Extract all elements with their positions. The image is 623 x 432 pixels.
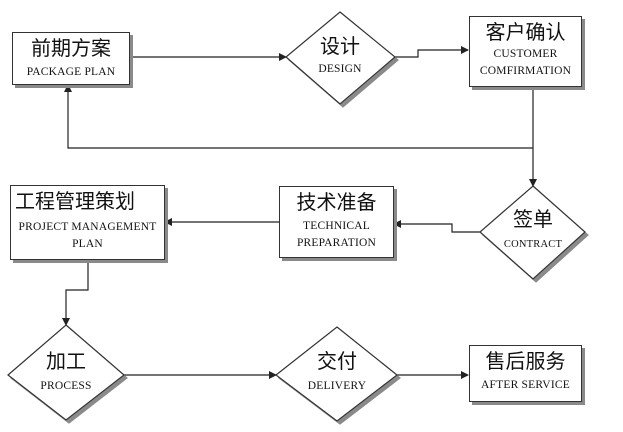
contract-zh: 签单 [513, 207, 553, 231]
design-label: 设计 DESIGN [290, 34, 390, 78]
delivery-en: DELIVERY [307, 380, 367, 392]
design-en: DESIGN [318, 63, 362, 75]
package-plan-en: PACKAGE PLAN [26, 66, 116, 78]
customer-confirmation-en-2: COMFIRMATION [479, 65, 572, 77]
after-service-zh: 售后服务 [485, 349, 566, 373]
delivery-zh: 交付 [317, 349, 357, 373]
process-diamond [7, 324, 125, 421]
connector-contract-to-technical [393, 220, 480, 233]
after-service-en: AFTER SERVICE [481, 379, 570, 391]
process-zh: 加工 [46, 349, 86, 373]
package-plan-box: 前期方案 PACKAGE PLAN [12, 32, 130, 85]
customer-confirmation-box: 客户确认 CUSTOMER COMFIRMATION [469, 16, 582, 87]
project-management-plan-en-1: PROJECT MANAGEMENT [18, 221, 157, 233]
contract-label: 签单 CONTRACT [483, 207, 583, 253]
after-service-box: 售后服务 AFTER SERVICE [469, 345, 582, 402]
technical-preparation-zh: 技术准备 [296, 190, 377, 214]
technical-preparation-en-1: TECHNICAL [303, 220, 370, 232]
connector-project-to-process [62, 260, 89, 326]
connector-design-to-customer [395, 46, 469, 58]
project-management-plan-box: 工程管理策划 PROJECT MANAGEMENT PLAN [10, 185, 165, 260]
package-plan-zh: 前期方案 [31, 36, 111, 60]
project-management-plan-zh: 工程管理策划 [15, 189, 135, 213]
process-en: PROCESS [40, 380, 92, 392]
delivery-label: 交付 DELIVERY [287, 349, 387, 395]
technical-preparation-box: 技术准备 TECHNICAL PREPARATION [279, 186, 394, 258]
contract-diamond [479, 185, 586, 280]
contract-en: CONTRACT [503, 239, 563, 250]
design-diamond [285, 11, 396, 105]
project-management-plan-en-2: PLAN [72, 238, 103, 250]
customer-confirmation-en-1: CUSTOMER [493, 48, 558, 60]
delivery-diamond [275, 326, 398, 422]
process-label: 加工 PROCESS [16, 349, 116, 395]
technical-preparation-en-2: PREPARATION [296, 237, 377, 249]
connector-customer-back-to-package [64, 84, 533, 149]
design-zh: 设计 [320, 34, 360, 58]
customer-confirmation-zh: 客户确认 [485, 20, 566, 44]
